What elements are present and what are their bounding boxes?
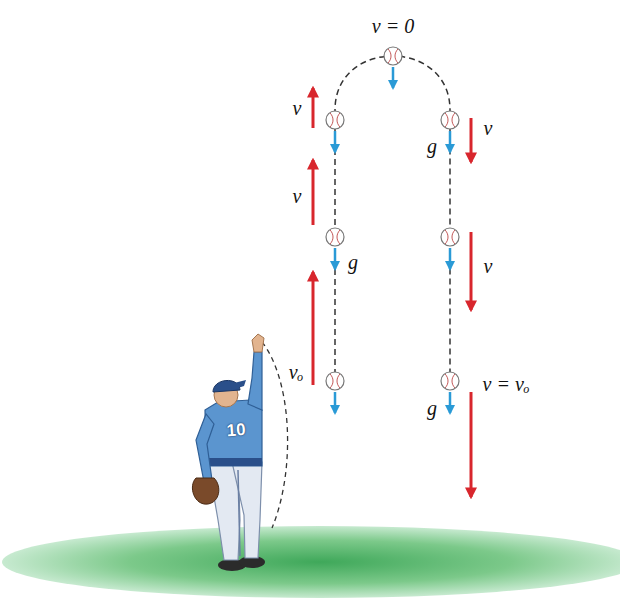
baseballs [326, 47, 459, 390]
velocity-label: v = 0 [372, 16, 414, 36]
velocity-label: v [293, 186, 302, 206]
baseball [384, 47, 402, 65]
velocity-label: v = vₒ [483, 374, 530, 394]
gravity-arrow [334, 392, 337, 413]
pants-stripe [238, 470, 240, 556]
velocity-arrows [313, 88, 471, 497]
belt [205, 458, 262, 466]
gravity-label: g [427, 398, 437, 418]
gravity-arrow [449, 392, 452, 413]
glove [192, 478, 218, 504]
raised-arm [248, 352, 262, 410]
baseball-player [192, 334, 265, 571]
velocity-label: v [484, 118, 493, 138]
velocity-arrow [470, 392, 473, 497]
motion-arc [262, 342, 288, 528]
jersey-number: 10 [226, 421, 246, 439]
baseball [441, 372, 459, 390]
velocity-arrow [470, 118, 473, 162]
gravity-arrow [449, 131, 452, 152]
baseball [441, 111, 459, 129]
baseball [326, 228, 344, 246]
hand [252, 334, 264, 352]
velocity-label: v [484, 256, 493, 276]
velocity-label: vₒ [289, 362, 304, 382]
velocity-arrow [312, 272, 315, 385]
gravity-arrows [335, 67, 450, 413]
baseball [441, 228, 459, 246]
baseball [326, 111, 344, 129]
grass-field [2, 526, 620, 598]
velocity-label: v [293, 98, 302, 118]
baseball [326, 372, 344, 390]
velocity-arrow [312, 160, 315, 225]
trajectory [335, 56, 450, 385]
gravity-label: g [427, 136, 437, 156]
left-arm [196, 414, 214, 482]
gravity-label: g [348, 252, 358, 272]
velocity-arrow [470, 232, 473, 310]
cap-brim [230, 380, 246, 390]
velocity-arrow [312, 88, 315, 128]
pants-leg [232, 462, 262, 558]
gravity-arrow [334, 248, 337, 269]
gravity-arrow [449, 248, 452, 269]
jersey [205, 400, 262, 466]
gravity-arrow [334, 131, 337, 152]
gravity-arrow [392, 67, 395, 88]
